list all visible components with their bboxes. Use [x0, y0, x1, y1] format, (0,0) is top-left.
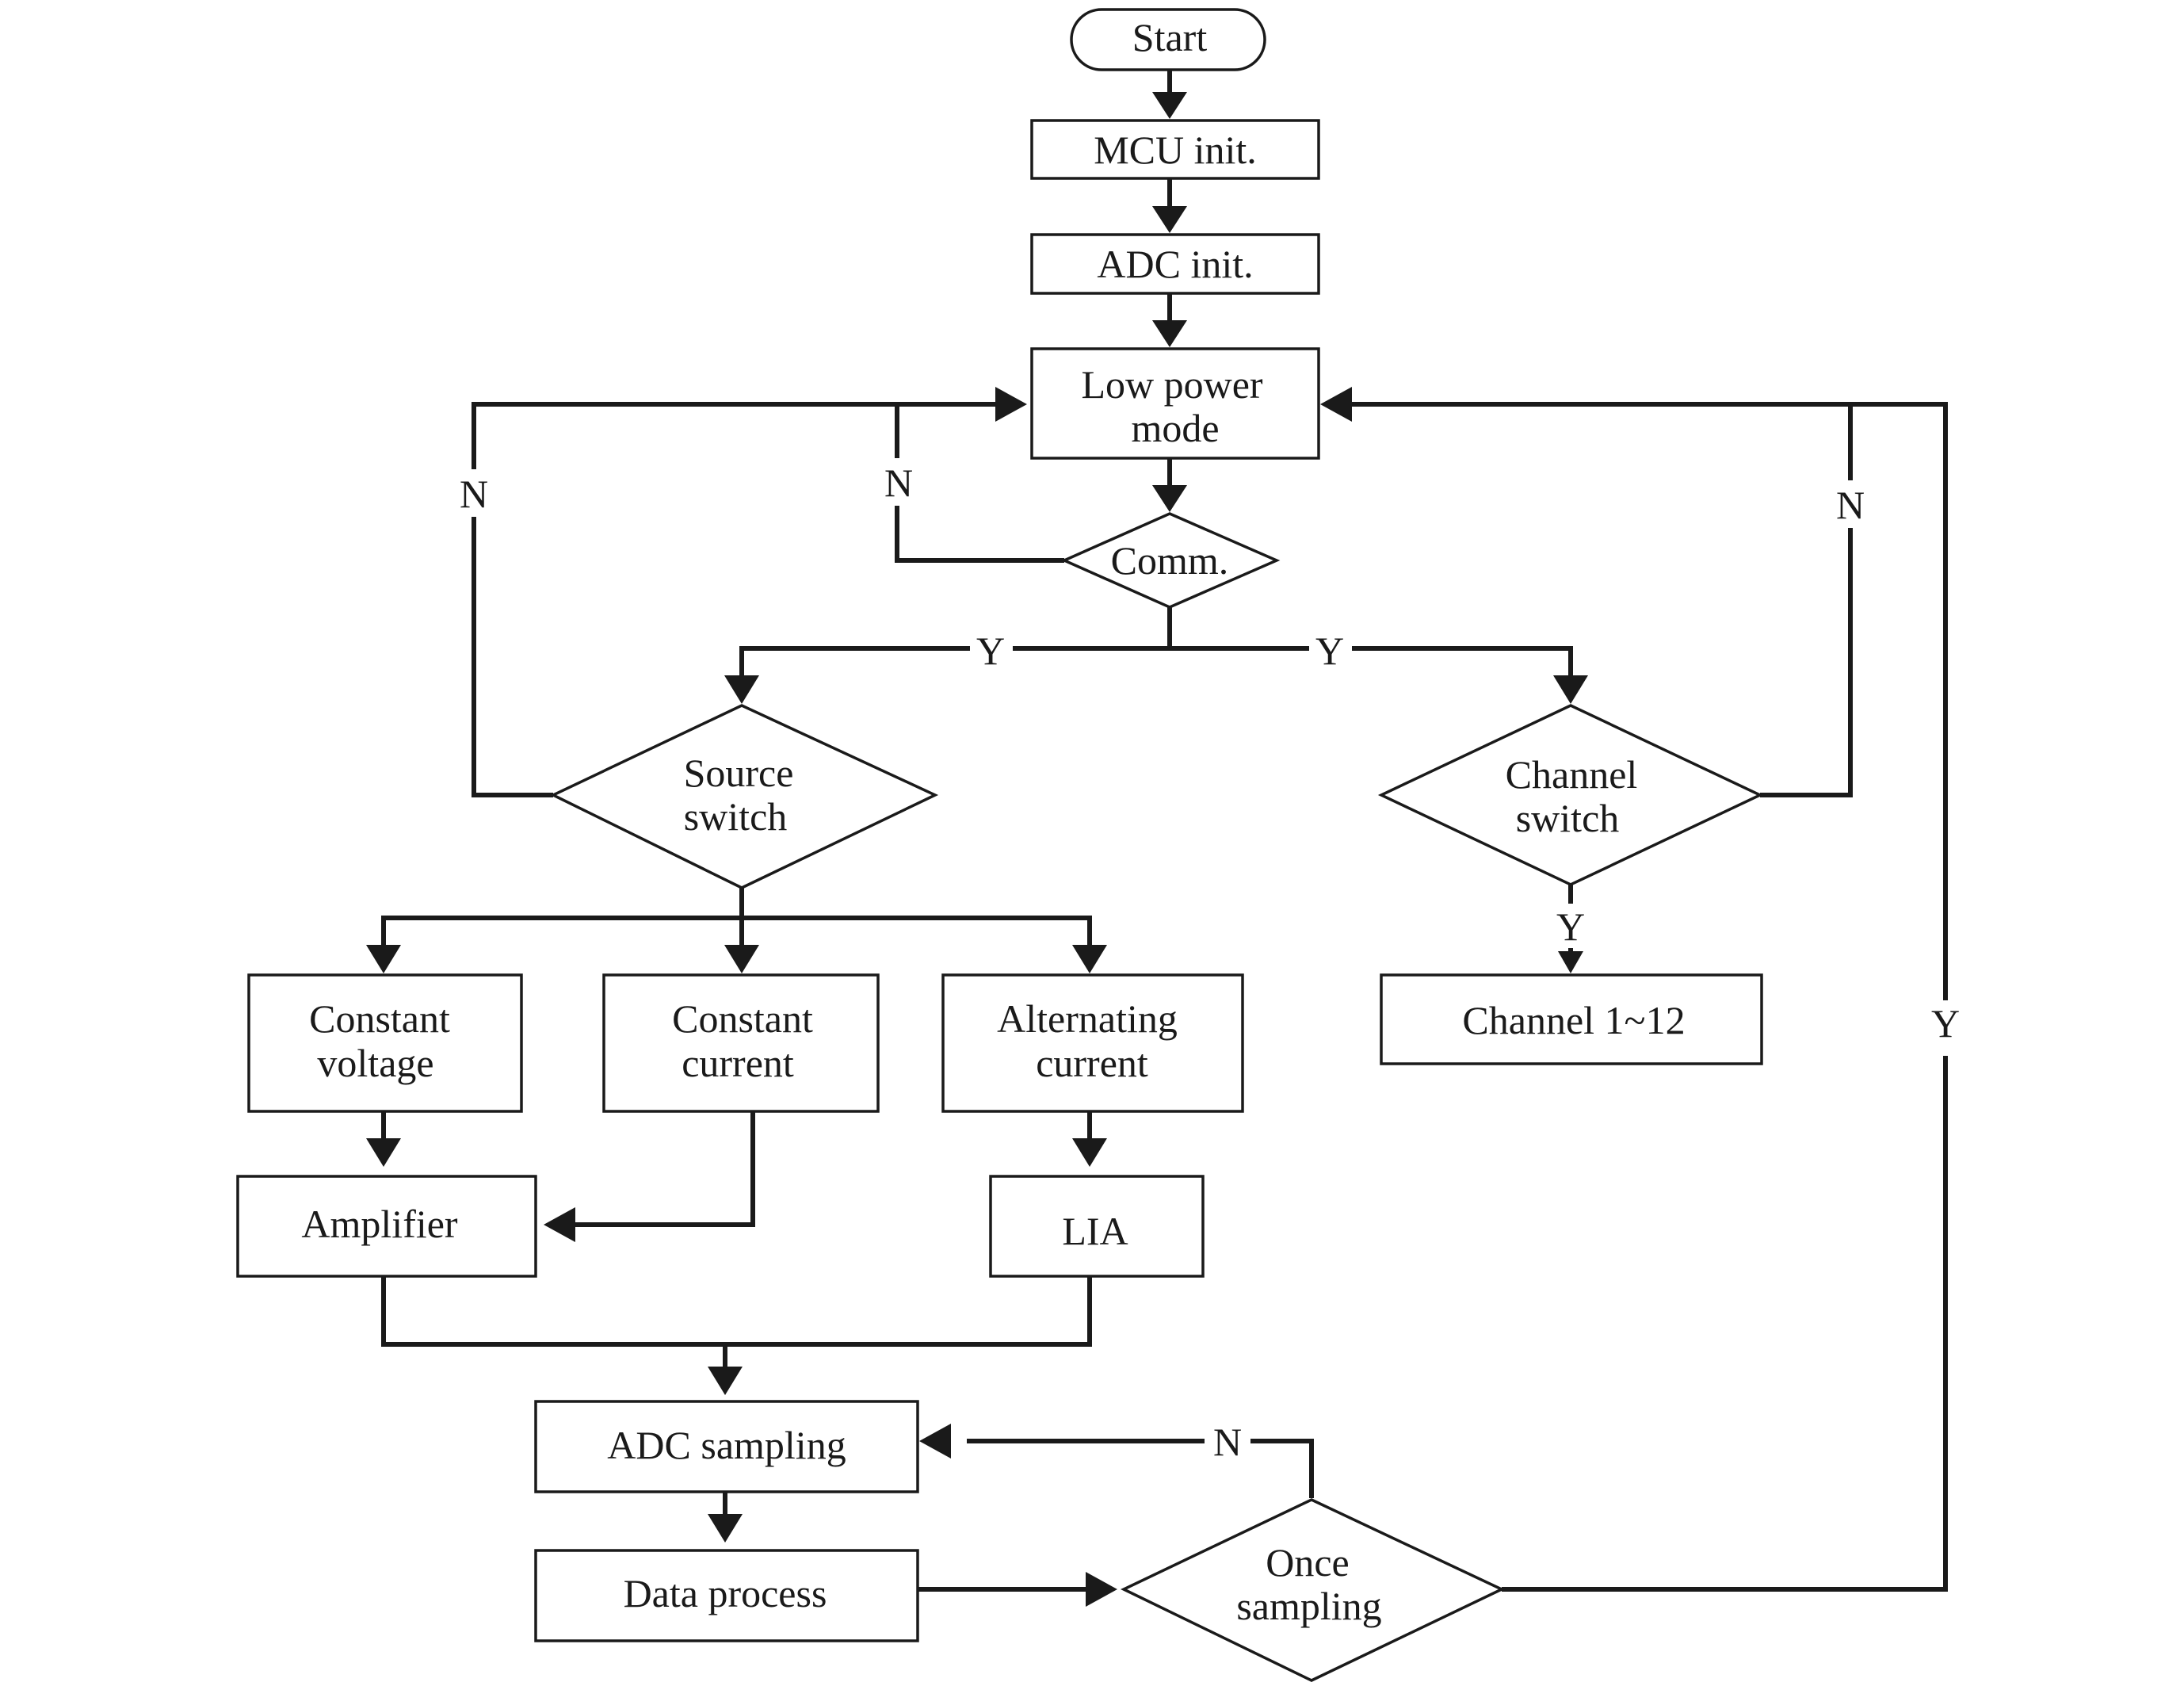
- arrow-cc-into-amplifier: [544, 1207, 575, 1242]
- arrow-to-cv: [366, 945, 401, 973]
- node-data-process: Data process: [534, 1549, 919, 1642]
- node-low-power-line2: mode: [1131, 406, 1219, 450]
- node-channel-switch-line2: switch: [1516, 796, 1620, 840]
- arrow-left-into-lowpower: [995, 387, 1027, 422]
- edge-source-no: [472, 402, 1000, 797]
- node-comm: Comm.: [1060, 512, 1281, 609]
- node-once-sampling-line2: sampling: [1236, 1584, 1381, 1628]
- node-alternating-current-line1: Alternating: [997, 996, 1178, 1041]
- node-lia: LIA: [989, 1175, 1205, 1278]
- arrow-to-source-switch: [724, 675, 759, 704]
- label-comm-yes-left: Y: [976, 629, 1005, 673]
- node-alternating-current: Alternating current: [941, 973, 1244, 1113]
- label-comm-yes-right: Y: [1315, 629, 1344, 673]
- arrowheads: [366, 92, 1588, 1607]
- arrow-to-ac: [1072, 945, 1107, 973]
- arrow-to-lowpower: [1152, 320, 1187, 347]
- arrow-to-data-process: [708, 1514, 743, 1543]
- label-channel-yes: Y: [1556, 904, 1585, 949]
- node-start-label: Start: [1132, 15, 1208, 59]
- node-comm-label: Comm.: [1111, 538, 1229, 583]
- label-comm-no: N: [884, 461, 913, 505]
- label-once-yes: Y: [1931, 1001, 1960, 1046]
- node-lia-label: LIA: [1062, 1209, 1128, 1253]
- node-data-process-label: Data process: [624, 1571, 827, 1615]
- arrow-to-amplifier: [366, 1138, 401, 1167]
- arrow-to-cc: [724, 945, 759, 973]
- node-mcu-init-label: MCU init.: [1094, 128, 1257, 172]
- arrow-to-once-sampling: [1086, 1572, 1117, 1607]
- node-mcu-init: MCU init.: [1030, 119, 1320, 180]
- node-channel-switch: Channel switch: [1377, 704, 1764, 886]
- node-constant-voltage: Constant voltage: [247, 973, 523, 1113]
- arrow-to-adc-init: [1152, 206, 1187, 233]
- node-constant-current-line2: current: [682, 1041, 794, 1085]
- arrow-to-mcu: [1152, 92, 1187, 119]
- node-constant-voltage-line2: voltage: [317, 1041, 433, 1085]
- node-adc-sampling-label: ADC sampling: [607, 1423, 846, 1467]
- node-constant-voltage-line1: Constant: [309, 996, 450, 1041]
- node-adc-sampling: ADC sampling: [534, 1400, 919, 1493]
- node-alternating-current-line2: current: [1036, 1041, 1148, 1085]
- arrow-to-channel-1-12: [1558, 951, 1583, 973]
- node-constant-current: Constant current: [602, 973, 880, 1113]
- node-low-power-line1: Low power: [1081, 362, 1262, 407]
- node-channel-1-12-label: Channel 1~12: [1462, 998, 1685, 1042]
- node-once-sampling: Once sampling: [1120, 1498, 1506, 1682]
- node-start: Start: [1070, 8, 1266, 71]
- edge-labels: N N N Y Y Y Y N: [453, 458, 1967, 1464]
- arrow-to-comm: [1152, 485, 1187, 512]
- node-channel-1-12: Channel 1~12: [1380, 973, 1763, 1065]
- arrow-to-lia: [1072, 1138, 1107, 1167]
- edge-source-split: [381, 916, 1092, 948]
- edge-once-no: [967, 1439, 1314, 1498]
- node-source-switch: Source switch: [549, 704, 939, 889]
- edge-cc-to-amp: [571, 1111, 755, 1227]
- edge-comm-yes-split: [739, 646, 1573, 679]
- node-low-power-mode: Low power mode: [1030, 347, 1320, 460]
- arrow-to-channel-switch: [1553, 675, 1588, 704]
- node-channel-switch-line1: Channel: [1506, 752, 1638, 797]
- label-once-no: N: [1213, 1420, 1242, 1464]
- arrow-into-adc-sampling: [919, 1424, 951, 1459]
- arrow-to-adc-sampling: [708, 1367, 743, 1395]
- node-source-switch-line1: Source: [684, 751, 794, 795]
- node-source-switch-line2: switch: [684, 794, 788, 839]
- edge-merge: [381, 1276, 1092, 1347]
- arrow-right-into-lowpower: [1320, 387, 1352, 422]
- connectors: [381, 68, 1948, 1592]
- node-constant-current-line1: Constant: [672, 996, 813, 1041]
- node-once-sampling-line1: Once: [1266, 1540, 1350, 1585]
- node-amplifier: Amplifier: [236, 1175, 537, 1278]
- label-source-no: N: [460, 472, 488, 516]
- edge-once-yes: [1347, 402, 1948, 1592]
- node-amplifier-label: Amplifier: [301, 1202, 458, 1246]
- node-adc-init: ADC init.: [1030, 233, 1320, 295]
- label-channel-no: N: [1836, 483, 1865, 527]
- node-adc-init-label: ADC init.: [1097, 242, 1253, 286]
